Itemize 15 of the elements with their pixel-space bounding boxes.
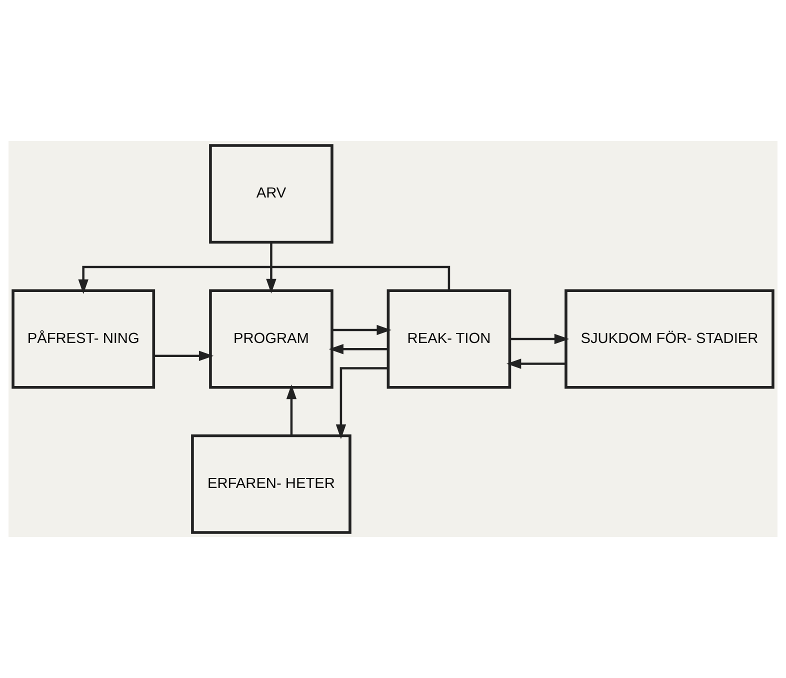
node-box: REAK- TION: [386, 289, 512, 389]
arrow: [154, 350, 214, 361]
arrow: [506, 358, 566, 369]
node-box: ARV: [209, 144, 334, 244]
arrow: [266, 242, 276, 294]
arrow: [332, 324, 392, 336]
arrow: [510, 334, 570, 344]
node-box: PROGRAM: [209, 289, 334, 389]
arrow: [336, 367, 388, 440]
node-box: PÅFREST- NING: [12, 289, 156, 389]
arrow: [328, 344, 388, 354]
arrow: [78, 266, 450, 294]
node-box: SJUKDOM FÖR- STADIER: [564, 289, 774, 389]
arrow: [286, 384, 297, 436]
node-box: ERFAREN- HETER: [191, 434, 352, 534]
